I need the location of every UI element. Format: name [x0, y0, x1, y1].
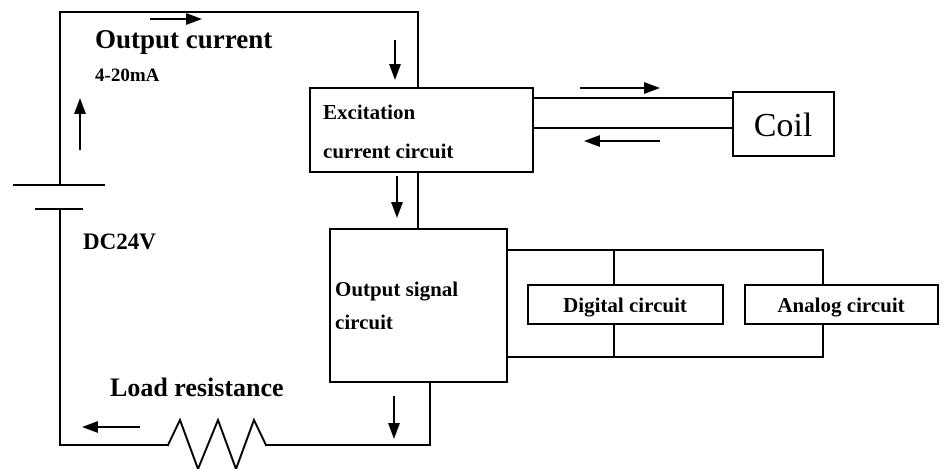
- analog-circuit-label: Analog circuit: [777, 293, 904, 317]
- loop-wire-bottom-right: [265, 381, 431, 446]
- coil-box: [732, 91, 835, 157]
- digital-circuit-box: [527, 284, 724, 325]
- arrow-right-icon: [580, 82, 660, 94]
- loop-wire-left-lower: [59, 208, 169, 446]
- arrow-left-icon: [82, 421, 140, 433]
- excitation-label-line2: current circuit: [323, 139, 453, 163]
- arrow-left-icon: [584, 135, 660, 147]
- arrow-up-icon: [74, 98, 86, 150]
- digital-circuit-label: Digital circuit: [563, 293, 687, 317]
- output-current-label: Output current: [95, 24, 272, 54]
- bus-wire-top: [506, 249, 824, 286]
- coil-label: Coil: [754, 107, 813, 144]
- bus-wire-bottom: [506, 323, 824, 358]
- excitation-circuit-box: [309, 87, 534, 173]
- arrow-right-icon: [150, 13, 202, 25]
- output-signal-box: [329, 228, 508, 383]
- supply-voltage-label: DC24V: [83, 229, 156, 254]
- excitation-label-line1: Excitation: [323, 100, 415, 124]
- analog-circuit-box: [744, 284, 939, 325]
- output-signal-label-line1: Output signal: [335, 277, 458, 301]
- current-range-label: 4-20mA: [95, 65, 160, 86]
- arrow-down-icon: [391, 176, 403, 218]
- arrow-down-icon: [388, 396, 400, 439]
- load-resistance-label: Load resistance: [110, 373, 284, 402]
- loop-wire-left-upper: [59, 11, 419, 186]
- output-signal-label-line2: circuit: [335, 310, 393, 334]
- arrow-down-icon: [389, 40, 401, 80]
- load-resistor-symbol: [166, 417, 268, 469]
